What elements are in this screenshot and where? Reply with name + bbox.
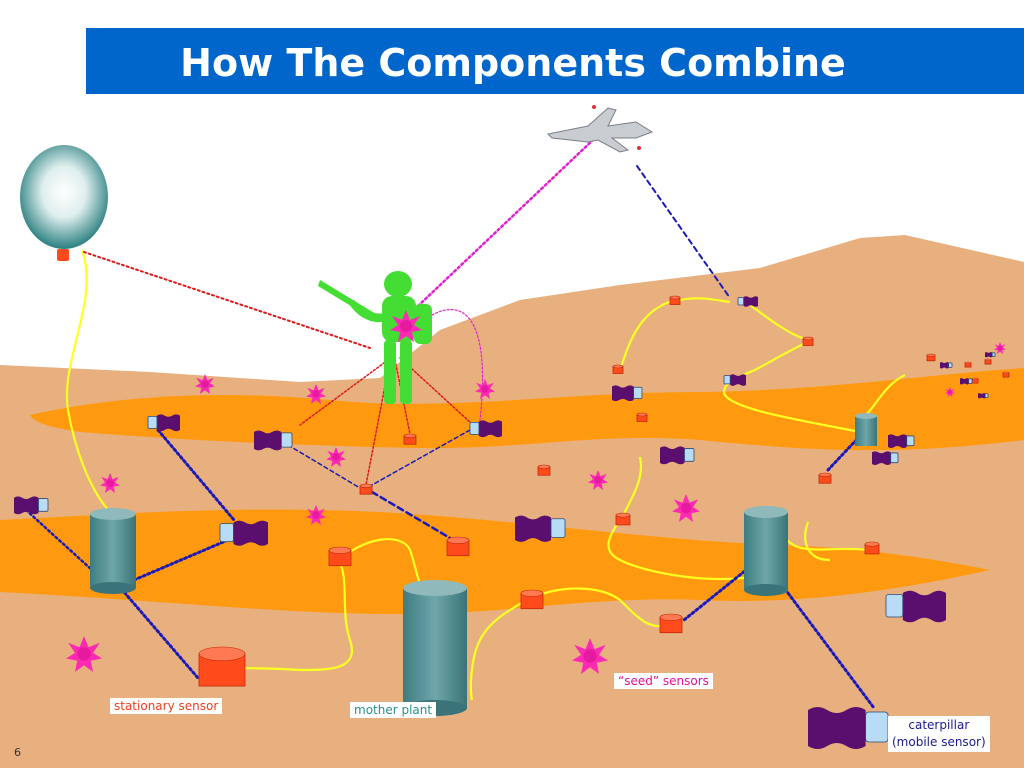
seed-sensor-icon	[572, 638, 608, 674]
seed-sensor-icon	[66, 636, 102, 672]
soldier-seed-sensor-icon	[390, 310, 422, 342]
mother-plant-icon	[90, 508, 136, 594]
stationary-sensor-icon	[328, 546, 352, 567]
caterpillar-icon	[469, 420, 502, 438]
caterpillar-icon	[147, 414, 180, 432]
seed-sensor-icon	[100, 473, 120, 493]
caterpillar-label-line1: caterpillar	[908, 718, 970, 732]
stationary-sensor-icon	[537, 464, 551, 476]
seed-sensor-icon	[672, 494, 700, 522]
stationary-sensor-icon	[636, 412, 648, 422]
seed-sensors-label: “seed” sensors	[614, 673, 713, 689]
mother-plant-icon	[744, 506, 788, 596]
caterpillars	[14, 296, 996, 749]
stationary-sensor-label: stationary sensor	[110, 698, 223, 714]
stationary-sensor-icon	[926, 353, 936, 362]
stationary-sensor-icon	[669, 295, 681, 305]
stationary-sensor-icon	[984, 358, 992, 365]
seed-sensor-icon	[475, 379, 495, 399]
caterpillar-icon	[872, 451, 899, 465]
stationary-sensor-icon	[612, 364, 624, 374]
caterpillar-icon	[723, 374, 747, 386]
stationary-sensor-icon	[964, 361, 972, 368]
page-number: 6	[14, 746, 21, 759]
stationary-sensor-icon	[359, 483, 373, 495]
caterpillar-icon	[14, 496, 49, 515]
stationary-sensor-icon	[403, 433, 417, 445]
caterpillar-icon	[960, 378, 973, 385]
mother-plant-label: mother plant	[350, 702, 437, 718]
stationary-sensors	[198, 295, 1010, 687]
seed-sensor-icon	[326, 447, 346, 467]
balloon-icon	[20, 145, 108, 261]
caterpillar-icon	[254, 430, 293, 451]
jet-icon	[546, 105, 654, 153]
desert-terrain	[0, 235, 1024, 768]
caterpillar-icon	[737, 296, 758, 307]
stationary-sensor-icon	[446, 536, 470, 557]
seed-sensor-icon	[994, 342, 1006, 354]
stationary-sensor-icon	[802, 336, 814, 346]
caterpillar-icon	[660, 446, 695, 465]
stationary-sensor-icon	[198, 646, 246, 687]
stationary-sensor-icon	[864, 541, 880, 555]
caterpillar-label-line2: (mobile sensor)	[892, 735, 986, 749]
caterpillar-label: caterpillar (mobile sensor)	[888, 716, 990, 752]
seed-sensor-icon	[306, 384, 326, 404]
seed-sensor-icon	[306, 505, 326, 525]
seed-sensor-icon	[945, 387, 955, 397]
stationary-sensor-icon	[520, 589, 544, 610]
caterpillar-icon	[611, 385, 643, 402]
caterpillar-icon	[940, 362, 953, 369]
title-bar: How The Components Combine	[86, 28, 1024, 94]
caterpillar-icon	[977, 393, 989, 399]
caterpillar-icon	[219, 520, 268, 546]
stationary-sensor-icon	[615, 512, 631, 526]
seed-sensors	[66, 342, 1006, 674]
caterpillar-icon	[984, 352, 996, 358]
mother-plant-icon	[855, 413, 877, 446]
orange-river-upper	[30, 368, 1024, 451]
caterpillar-icon	[888, 434, 915, 448]
stationary-sensor-icon	[1002, 371, 1010, 378]
seed-sensor-icon	[195, 374, 215, 394]
stationary-sensor-icon	[659, 613, 683, 634]
stationary-sensor-icon	[818, 472, 832, 484]
caterpillar-icon	[885, 590, 947, 623]
seed-sensor-icon	[588, 470, 608, 490]
slide-title: How The Components Combine	[180, 41, 846, 85]
mother-plant-icon	[403, 580, 467, 716]
stationary-sensor-icon	[971, 377, 979, 384]
caterpillar-icon	[807, 707, 889, 749]
caterpillar-icon	[515, 515, 566, 542]
